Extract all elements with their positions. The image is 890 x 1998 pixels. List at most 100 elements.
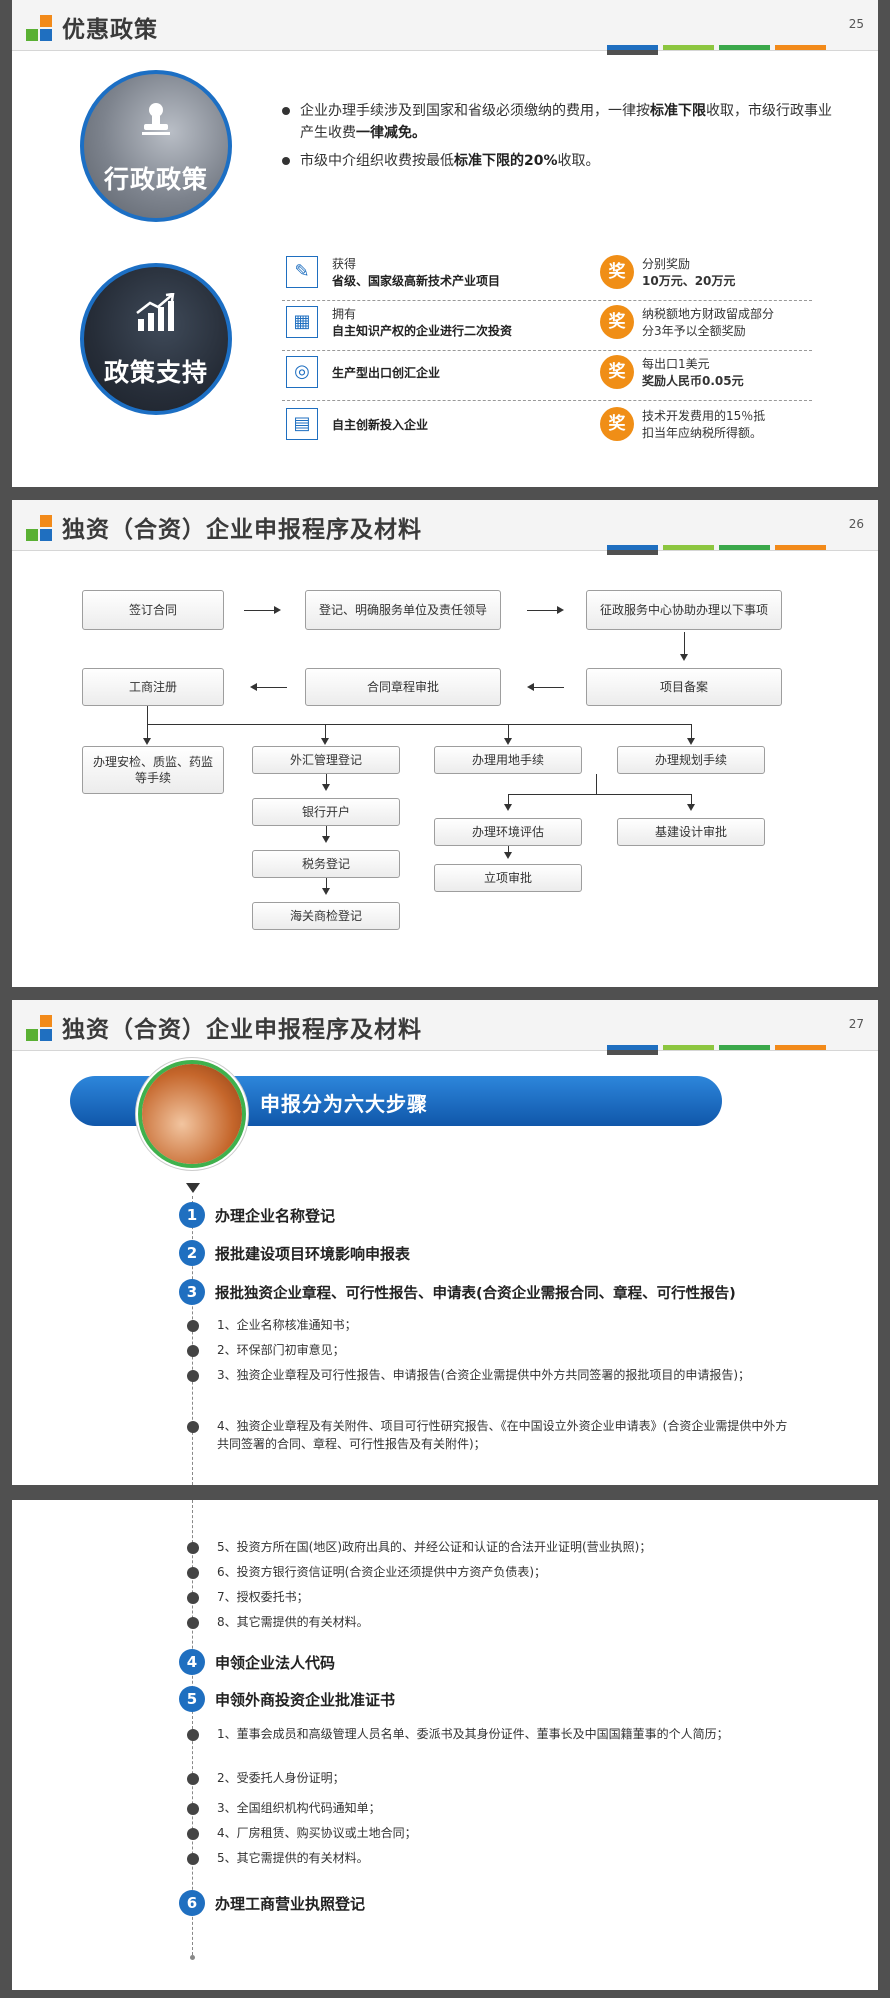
flow-arrow bbox=[557, 606, 564, 614]
flow-line bbox=[326, 774, 327, 784]
slide-header: 独资（合资）企业申报程序及材料 26 bbox=[12, 500, 878, 555]
flow-line bbox=[257, 687, 287, 688]
bullet-text: 收取。 bbox=[557, 153, 600, 169]
bullet-text: 收取，市级行政事业产生收费 bbox=[300, 103, 832, 141]
flow-arrow bbox=[322, 836, 330, 843]
flow-arrow bbox=[687, 738, 695, 745]
timeline-dot bbox=[187, 1542, 199, 1554]
material-item: 5、其它需提供的有关材料。 bbox=[217, 1851, 369, 1865]
material-item: 7、授权委托书； bbox=[217, 1590, 309, 1604]
timeline-dot bbox=[187, 1853, 199, 1865]
timeline-dot bbox=[187, 1828, 199, 1840]
material-item: 2、环保部门初审意见； bbox=[217, 1343, 345, 1357]
award-ribbon-icon: ✎ bbox=[286, 256, 318, 288]
flow-box-sign-contract: 签订合同 bbox=[82, 590, 224, 630]
award-badge: 奖 bbox=[600, 355, 634, 389]
admin-policy-label: 行政政策 bbox=[103, 165, 208, 194]
step-title: 申领企业法人代码 bbox=[215, 1654, 336, 1672]
flow-line bbox=[691, 794, 692, 804]
flow-line bbox=[508, 794, 509, 804]
flow-arrow bbox=[321, 738, 329, 745]
triangle-down-icon bbox=[186, 1183, 200, 1193]
flow-arrow bbox=[143, 738, 151, 745]
timeline-dot bbox=[187, 1729, 199, 1741]
flow-arrow bbox=[322, 888, 330, 895]
globe-icon: ◎ bbox=[286, 356, 318, 388]
timeline-line bbox=[192, 1196, 193, 1485]
bullet-text: 市级中介组织收费按最低 bbox=[300, 153, 454, 169]
flow-line bbox=[508, 794, 692, 795]
material-item: 1、企业名称核准通知书； bbox=[217, 1318, 357, 1332]
flow-arrow bbox=[680, 654, 688, 661]
step-title: 申领外商投资企业批准证书 bbox=[215, 1691, 396, 1709]
signing-photo-icon bbox=[142, 1064, 242, 1164]
flow-arrow bbox=[504, 738, 512, 745]
flow-box-service-center: 征政服务中心协助办理以下事项 bbox=[586, 590, 782, 630]
support-line: 拥有 bbox=[332, 307, 357, 321]
award-line: 技术开发费用的15％抵 bbox=[642, 409, 766, 423]
material-item: 4、厂房租赁、购买协议或土地合同； bbox=[217, 1826, 417, 1840]
support-row: ◎ 生产型出口创汇企业 奖 每出口1美元奖励人民币0.05元 bbox=[282, 350, 812, 401]
slide-26: 独资（合资）企业申报程序及材料 26 签订合同 登记、明确服务单位及责任领导 征… bbox=[12, 500, 878, 987]
material-item: 6、投资方银行资信证明(合资企业还须提供中方资产负债表)； bbox=[217, 1565, 547, 1579]
slide-25: 优惠政策 25 行政政策 政策支持 企业办理手续涉及到国家和省级必须缴纳的费用，… bbox=[12, 0, 878, 487]
header-stripes bbox=[602, 45, 878, 55]
slide-title: 优惠政策 bbox=[62, 17, 158, 43]
growth-chart-icon bbox=[134, 292, 178, 342]
banner-photo-frame bbox=[136, 1058, 248, 1170]
flow-arrow bbox=[322, 784, 330, 791]
step-title: 办理工商营业执照登记 bbox=[215, 1895, 366, 1913]
bullet-item: 企业办理手续涉及到国家和省级必须缴纳的费用，一律按标准下限收取，市级行政事业产生… bbox=[282, 100, 832, 144]
flow-box-bank-account: 银行开户 bbox=[252, 798, 400, 826]
flow-line bbox=[684, 632, 685, 654]
material-item: 1、董事会成员和高级管理人员名单、委派书及其身份证件、董事长及中国国籍董事的个人… bbox=[217, 1727, 729, 1741]
award-line: 分3年予以全额奖励 bbox=[642, 324, 746, 338]
timeline-dot bbox=[187, 1320, 199, 1332]
flow-arrow bbox=[504, 804, 512, 811]
flow-arrow bbox=[687, 804, 695, 811]
step-number: 3 bbox=[179, 1279, 205, 1305]
bullet-emphasis: 标准下限 bbox=[650, 103, 706, 119]
logo-icon bbox=[26, 15, 56, 43]
support-title: 生产型出口创汇企业 bbox=[332, 365, 441, 380]
material-item: 3、全国组织机构代码通知单； bbox=[217, 1801, 381, 1815]
flow-line bbox=[596, 774, 597, 794]
award-line: 纳税额地方财政留成部分 bbox=[642, 307, 775, 321]
flow-box-safety-inspection: 办理安检、质监、药监等手续 bbox=[82, 746, 224, 794]
banner-title: 申报分为六大步骤 bbox=[260, 1092, 428, 1116]
flow-line bbox=[326, 878, 327, 888]
flow-box-env-assessment: 办理环境评估 bbox=[434, 818, 582, 846]
flow-line bbox=[147, 724, 148, 738]
flow-box-planning-procedures: 办理规划手续 bbox=[617, 746, 765, 774]
bullet-emphasis: 标准下限的20% bbox=[454, 153, 558, 169]
bullet-text: 企业办理手续涉及到国家和省级必须缴纳的费用，一律按 bbox=[300, 103, 650, 119]
material-item: 5、投资方所在国(地区)政府出具的、并经公证和认证的合法开业证明(营业执照)； bbox=[217, 1540, 652, 1554]
flow-line bbox=[147, 724, 692, 725]
logo-icon bbox=[26, 1015, 56, 1043]
step-title: 报批独资企业章程、可行性报告、申请表(合资企业需报合同、章程、可行性报告) bbox=[215, 1286, 736, 1302]
award-badge: 奖 bbox=[600, 305, 634, 339]
timeline-end-dot bbox=[190, 1955, 195, 1960]
award-badge: 奖 bbox=[600, 407, 634, 441]
timeline-dot bbox=[187, 1592, 199, 1604]
slide-header: 独资（合资）企业申报程序及材料 27 bbox=[12, 1000, 878, 1055]
step-title: 报批建设项目环境影响申报表 bbox=[215, 1245, 411, 1263]
support-title: 省级、国家级高新技术产业项目 bbox=[332, 274, 501, 288]
stamp-icon bbox=[136, 100, 176, 149]
flow-line bbox=[147, 706, 148, 724]
support-title: 自主知识产权的企业进行二次投资 bbox=[332, 324, 513, 338]
award-line: 扣当年应纳税所得额。 bbox=[642, 426, 763, 440]
material-item: 3、独资企业章程及可行性报告、申请报告(合资企业需提供中外方共同签署的报批项目的… bbox=[217, 1368, 751, 1382]
flow-arrow bbox=[274, 606, 281, 614]
flow-arrow bbox=[504, 852, 512, 859]
flow-arrow bbox=[527, 683, 534, 691]
flow-line bbox=[691, 724, 692, 738]
timeline-dot bbox=[187, 1567, 199, 1579]
office-building-icon: ▤ bbox=[286, 408, 318, 440]
flow-line bbox=[534, 687, 564, 688]
flow-box-design-approval: 基建设计审批 bbox=[617, 818, 765, 846]
flow-line bbox=[244, 610, 274, 611]
timeline-dot bbox=[187, 1370, 199, 1382]
support-title: 自主创新投入企业 bbox=[332, 417, 429, 432]
